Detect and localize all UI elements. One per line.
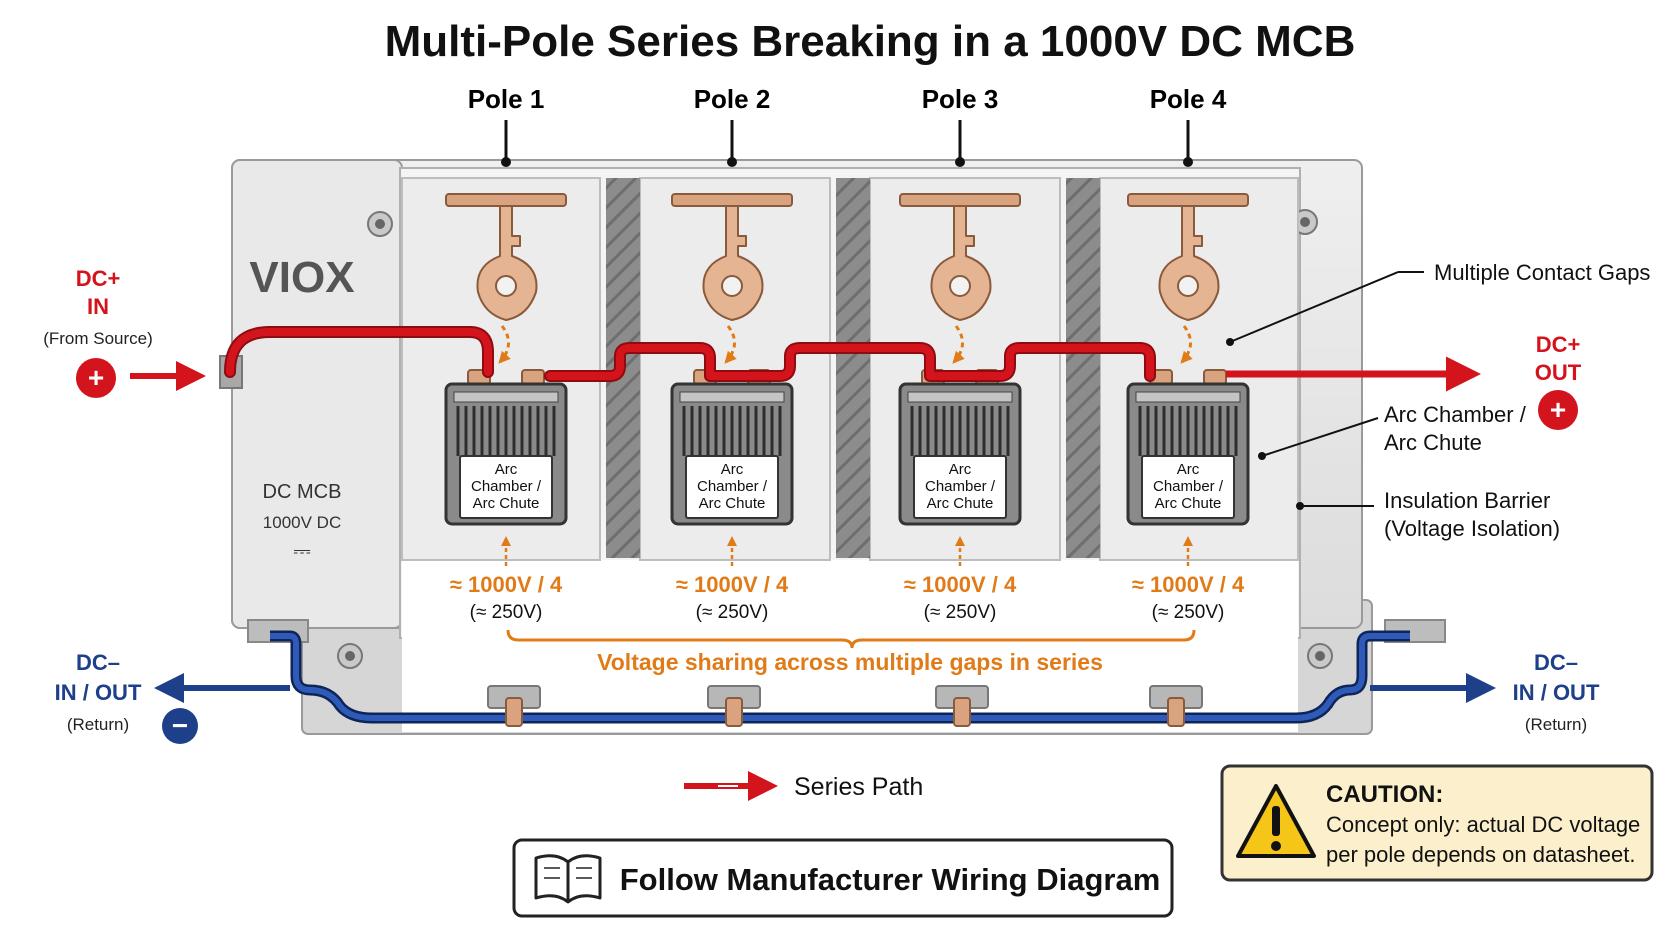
- return-clamp-3: [935, 685, 989, 727]
- pole-share-label: (≈ 250V): [696, 602, 769, 623]
- dc-symbol: ⎓: [293, 538, 311, 563]
- dc-positive-in: DC+ IN (From Source) +: [43, 266, 206, 398]
- svg-text:per pole depends on datasheet.: per pole depends on datasheet.: [1326, 842, 1635, 867]
- book-icon: [534, 854, 602, 904]
- dc-positive-out: DC+ OUT +: [1535, 332, 1582, 430]
- arc-chamber-label: Chamber /: [471, 478, 542, 495]
- dc-negative-left: DC– IN / OUT (Return) −: [55, 650, 198, 744]
- pole-voltage-label: ≈ 1000V / 4: [1132, 572, 1245, 597]
- pole-3-label: Pole 3: [922, 84, 999, 114]
- arc-chamber-label: Arc: [949, 461, 972, 478]
- arc-chamber-label: Arc Chute: [473, 495, 540, 512]
- pole-1-label: Pole 1: [468, 84, 545, 114]
- voltage-annotations: ≈ 1000V / 4(≈ 250V)≈ 1000V / 4(≈ 250V)≈ …: [450, 536, 1245, 623]
- voltage-sharing-brace: Voltage sharing across multiple gaps in …: [506, 629, 1196, 675]
- dc-negative-right: DC– IN / OUT (Return): [1513, 650, 1600, 734]
- brand-logo: VIOX: [249, 253, 354, 302]
- pole-2-label: Pole 2: [694, 84, 771, 114]
- svg-text:DC+: DC+: [76, 266, 121, 291]
- pole-share-label: (≈ 250V): [1152, 602, 1225, 623]
- page-title: Multi-Pole Series Breaking in a 1000V DC…: [385, 17, 1356, 66]
- svg-text:−: −: [172, 710, 188, 741]
- svg-text:(From Source): (From Source): [43, 329, 153, 348]
- arc-chamber-label: Arc: [721, 461, 744, 478]
- svg-text:OUT: OUT: [1535, 360, 1582, 385]
- pole-share-label: (≈ 250V): [470, 602, 543, 623]
- pole-voltage-label: ≈ 1000V / 4: [904, 572, 1017, 597]
- insulation-barriers: [606, 178, 1100, 558]
- svg-text:IN / OUT: IN / OUT: [55, 680, 142, 705]
- svg-text:DC–: DC–: [76, 650, 120, 675]
- arc-chamber-label: Arc Chute: [927, 495, 994, 512]
- svg-text:DC–: DC–: [1534, 650, 1578, 675]
- svg-text:Insulation Barrier: Insulation Barrier: [1384, 488, 1550, 513]
- minus-icon: [162, 708, 198, 744]
- caution-box: CAUTION: Concept only: actual DC voltage…: [1220, 764, 1654, 882]
- contact-arm-4: [1127, 193, 1249, 385]
- svg-text:Arc Chute: Arc Chute: [1384, 430, 1482, 455]
- return-path-negative: [154, 630, 1496, 727]
- plus-icon: [1538, 390, 1578, 430]
- pole-voltage-1: ≈ 1000V / 4 (≈ 250V): [450, 536, 563, 623]
- svg-text:IN / OUT: IN / OUT: [1513, 680, 1600, 705]
- arc-chamber-label: Chamber /: [925, 478, 996, 495]
- return-clamp-1: [487, 685, 541, 727]
- return-clamp-4: [1149, 685, 1203, 727]
- plus-icon: [76, 358, 116, 398]
- warning-icon: [1236, 784, 1316, 858]
- svg-text:Concept only: actual DC voltag: Concept only: actual DC voltage: [1326, 812, 1640, 837]
- arc-chamber-label: Arc: [495, 461, 518, 478]
- arc-chamber-label: Arc Chute: [699, 495, 766, 512]
- svg-text:(Return): (Return): [67, 715, 129, 734]
- arc-chamber-label: Arc Chute: [1155, 495, 1222, 512]
- pole-voltage-2: ≈ 1000V / 4 (≈ 250V): [676, 536, 789, 623]
- legend-series-path: Series Path: [684, 771, 923, 801]
- svg-text:CAUTION:: CAUTION:: [1326, 781, 1443, 808]
- callout-insulation: Insulation Barrier (Voltage Isolation): [1296, 488, 1560, 541]
- svg-text:Series Path: Series Path: [794, 773, 923, 801]
- arc-chamber-label: Chamber /: [1153, 478, 1224, 495]
- svg-text:(Voltage Isolation): (Voltage Isolation): [1384, 516, 1560, 541]
- svg-text:DC+: DC+: [1536, 332, 1581, 357]
- svg-text:(Return): (Return): [1525, 715, 1587, 734]
- arc-chamber-label: Chamber /: [697, 478, 768, 495]
- pole-voltage-3: ≈ 1000V / 4 (≈ 250V): [904, 536, 1017, 623]
- device-label: DC MCB: [263, 481, 342, 503]
- svg-text:Arc Chamber /: Arc Chamber /: [1384, 402, 1527, 427]
- pole-voltage-4: ≈ 1000V / 4 (≈ 250V): [1132, 536, 1245, 623]
- pole-voltage-label: ≈ 1000V / 4: [676, 572, 789, 597]
- device-side-label: VIOX DC MCB 1000V DC ⎓: [249, 253, 354, 563]
- svg-text:+: +: [88, 362, 104, 393]
- voltage-sharing-label: Voltage sharing across multiple gaps in …: [597, 649, 1103, 675]
- callout-arc-chamber: Arc Chamber / Arc Chute: [1258, 402, 1527, 460]
- arc-chamber-label: Arc: [1177, 461, 1200, 478]
- return-clamp-2: [707, 685, 761, 727]
- pole-share-label: (≈ 250V): [924, 602, 997, 623]
- svg-text:Follow Manufacturer Wiring Dia: Follow Manufacturer Wiring Diagram: [620, 862, 1161, 897]
- svg-text:IN: IN: [87, 294, 109, 319]
- svg-text:+: +: [1550, 394, 1566, 425]
- device-rating: 1000V DC: [263, 513, 341, 532]
- pole-4-label: Pole 4: [1150, 84, 1227, 114]
- series-path-positive: [224, 326, 1481, 392]
- pole-labels: Pole 1 Pole 2 Pole 3 Pole 4: [468, 84, 1227, 167]
- pole-voltage-label: ≈ 1000V / 4: [450, 572, 563, 597]
- svg-text:Multiple Contact Gaps: Multiple Contact Gaps: [1434, 260, 1650, 285]
- follow-wiring-diagram-button[interactable]: Follow Manufacturer Wiring Diagram: [512, 838, 1174, 918]
- callout-contact-gaps: Multiple Contact Gaps: [1226, 260, 1650, 346]
